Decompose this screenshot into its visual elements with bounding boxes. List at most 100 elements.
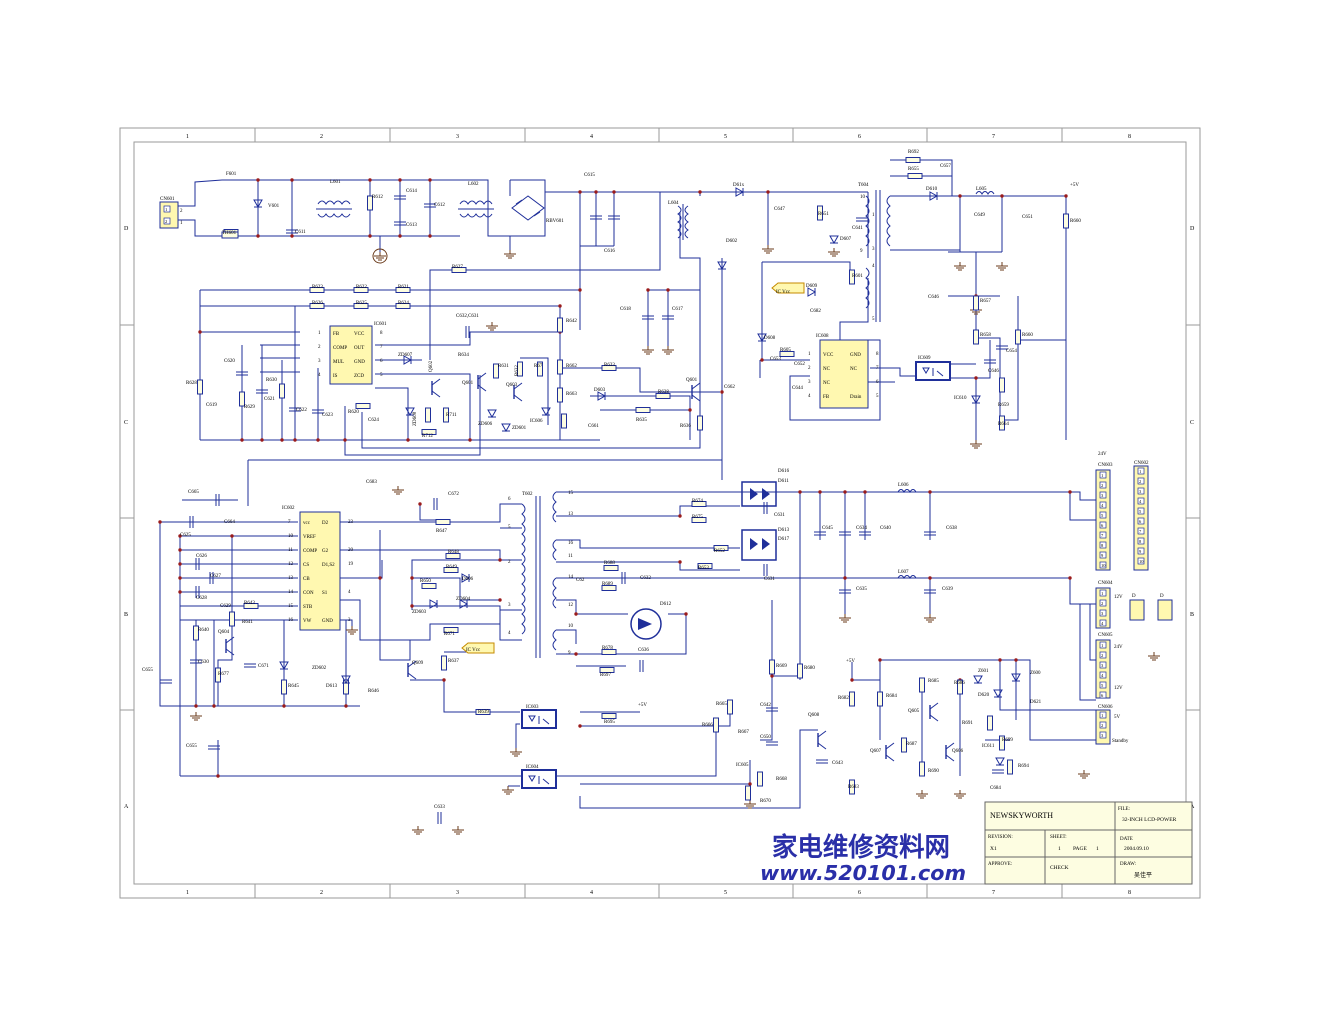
junction [678,514,682,518]
transistor [817,742,827,750]
label-c632b: C632 [640,576,651,581]
label-r601: R601 [852,274,863,279]
cn605-pinnum: 4 [1101,673,1104,678]
grid-bottom-7: 7 [992,890,995,896]
title-file-value: 32-INCH LCD-POWER [1122,817,1177,823]
junction [574,612,578,616]
label-c642: C642 [760,703,771,708]
resistor [601,365,617,371]
pin-IC608-l3: FB [823,395,830,400]
label-r642: R642 [566,319,577,324]
resistor [229,611,235,627]
label-r680: R680 [804,666,815,671]
label-r621: R621 [398,285,409,290]
label-d602: D602 [726,239,738,244]
resistor [691,517,707,523]
bridge-rbv601 [511,195,545,221]
resistor [355,403,371,409]
cn605-pin [1099,681,1107,689]
label-cn605: CN605 [1098,633,1113,638]
transistor [225,648,235,656]
label-l606: L606 [898,483,909,488]
label-12v-b: 12V [1114,686,1123,691]
junction-dots [158,178,1072,786]
label-c639: C639 [942,587,953,592]
resistor [197,379,203,395]
transformer-t602 [521,491,557,658]
label-l601: L601 [330,180,341,185]
label-ic606: IC606 [530,419,543,424]
resistor [475,709,491,715]
cn605-pinnum: 3 [1101,663,1104,668]
junction [770,674,774,678]
cn602-pinnum: 9 [1139,549,1142,554]
cn601-pinnum: 2 [165,219,167,224]
label-z601: Z601 [978,669,989,674]
label-r694: R694 [1018,764,1029,769]
resistor [691,501,707,507]
resistor [215,667,221,683]
label-d61x: D61x [733,183,745,188]
cn603-pinnum: 7 [1101,533,1104,538]
resistor [907,173,923,179]
title-draw-value: 吴佳平 [1134,871,1152,879]
label-d612: D612 [660,602,672,607]
label-r675: R675 [692,515,703,520]
label-c627: C627 [210,574,221,579]
cn603-pinnum: 8 [1101,543,1104,548]
title-date-value: 2004.09.10 [1124,846,1149,852]
resistor [421,429,437,435]
junction [878,658,882,662]
pin-s14: 14 [568,575,574,580]
pinnum-IC602-l5: 14 [288,590,294,595]
connector-cn604 [1095,587,1111,629]
label-d606: D606 [462,577,474,582]
label-c640: C640 [880,526,891,531]
label-c611: C611 [295,230,306,235]
label-q607: Q607 [870,749,882,754]
label-r677: R677 [218,672,229,677]
cn602-pinnum: 2 [1139,479,1141,484]
transistor [225,636,235,644]
label-r627: R627 [452,265,463,270]
junction [928,490,932,494]
title-block: NEWSKYWORTH FILE: 32-INCH LCD-POWER REVI… [984,801,1193,885]
label-c647: C647 [774,207,785,212]
cn601-pin [163,217,171,225]
label-q601b: Q601 [686,378,698,383]
label-c664: C664 [224,520,235,525]
title-sheet-value: 1 [1058,846,1061,852]
junction [256,178,260,182]
label-cn604: CN604 [1098,581,1113,586]
pin-IC602-r0: D2 [322,521,329,526]
label-r692: R692 [908,150,919,155]
diode [971,395,981,405]
junction [558,304,562,308]
resistor [999,735,1005,751]
pin-IC602-l4: CB [303,577,310,582]
junction [1000,194,1004,198]
junction [178,576,182,580]
junction [293,438,297,442]
transistor [817,730,827,738]
junction [798,490,802,494]
label-r662: R662 [566,364,577,369]
pin-IC602-l6: STB [303,605,313,610]
cn603-pin [1099,481,1107,489]
junction [178,590,182,594]
label-r650: R650 [420,579,431,584]
label-zd602: ZD602 [312,666,327,671]
label-c632c631: C632,C631 [456,314,479,319]
label-r688: R688 [604,561,615,566]
label-r660: R660 [1070,219,1081,224]
resistor [1015,329,1021,345]
resistor [797,663,803,679]
title-date-label: DATE [1120,837,1133,842]
label-t602: T602 [522,492,533,497]
title-page-value: 1 [1096,846,1099,852]
label-c629: C629 [220,604,231,609]
transformer-l604 [677,204,689,240]
cn603-pin [1099,561,1107,569]
label-l602: L602 [468,182,479,187]
transistor [477,372,487,380]
